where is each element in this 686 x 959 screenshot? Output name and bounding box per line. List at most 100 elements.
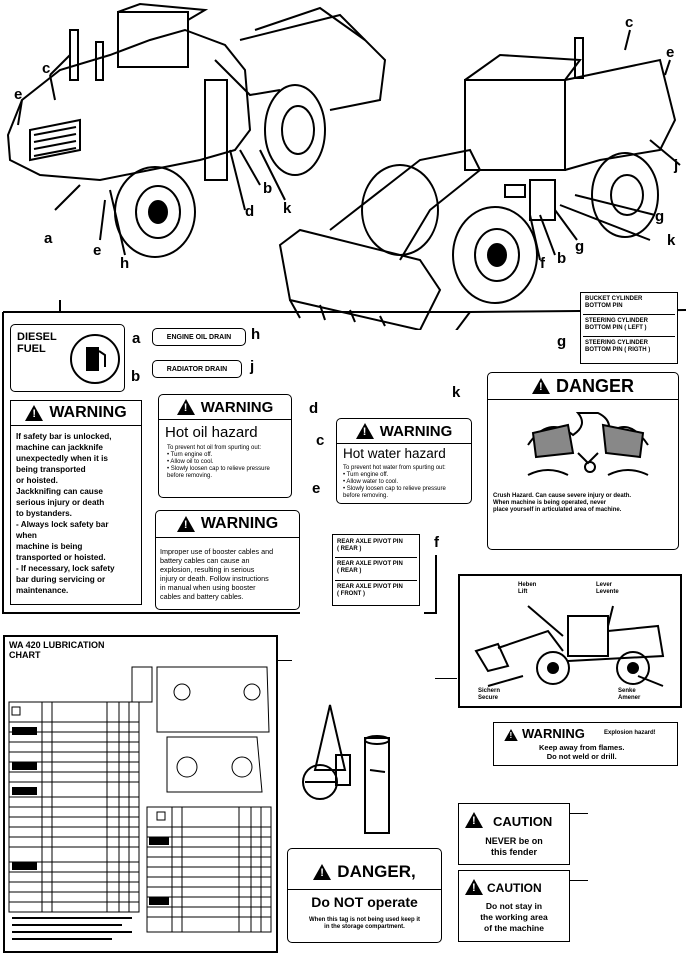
warning-header: WARNING [337,419,471,444]
diesel-fuel-decal: DIESEL FUEL [10,324,125,392]
hot-oil-body: To prevent hot oil from spurting out: • … [167,445,270,479]
caution-area-body: Do not stay in the working area of the m… [480,901,548,933]
callout-j-right: j [674,157,679,174]
leader-line [570,880,588,881]
hot-water-body: To prevent hot water from spurting out: … [343,465,446,499]
warning-triangle-icon [176,399,195,415]
callout-a: a [44,230,53,247]
danger-operate-title: Do NOT operate [311,894,418,910]
danger-operate-body: When this tag is not being used keep it … [308,917,420,930]
warning-safety-bar-decal: WARNING If safety bar is unlocked, machi… [10,400,142,605]
steering-right-line-2: BOTTOM PIN ( RIGTH ) [585,347,651,353]
leader-line [435,678,457,679]
caution-fender-header: CAUTION [493,814,553,829]
machine-illustrations [6,2,686,330]
callout-d-left: d [245,203,255,220]
warning-hot-oil-decal: WARNING Hot oil hazard To prevent hot oi… [158,394,292,498]
warning-explosion-decal: WARNING Explosion hazard! Keep away from… [493,722,678,766]
warning-header: WARNING [11,401,141,426]
callout-h-label: h [251,326,261,343]
warning-triangle-icon [355,423,374,439]
caution-area-header: CAUTION [487,881,542,895]
bucket-cylinder-line-2: BOTTOM PIN [585,303,623,309]
callout-a-label: a [132,330,141,347]
hot-oil-title: Hot oil hazard [165,424,258,441]
warning-triangle-icon [25,405,44,421]
warning-body: If safety bar is unlocked, machine can j… [16,432,115,595]
callout-f-right: f [540,255,545,272]
engine-oil-drain-decal: ENGINE OIL DRAIN [152,328,246,346]
divider [583,336,675,337]
booster-body: Improper use of booster cables and batte… [160,547,274,601]
warning-header-text: WARNING [379,422,453,440]
callout-e-right: e [666,44,675,61]
senken-amener-label: Senke Amener [618,688,641,701]
sichern-secure-label: Sichern Secure [478,688,501,701]
divider [335,557,417,558]
callout-e-label: e [312,480,321,497]
hot-water-title: Hot water hazard [343,446,446,461]
callout-c-right: c [625,14,634,31]
callout-g-label: g [557,333,567,350]
lube-chart-title: WA 420 LUBRICATION CHART [9,640,105,660]
rear-axle-item-2: REAR AXLE PIVOT PIN ( REAR ) [337,561,403,574]
fuel-pump-icon [70,334,120,384]
callout-e-left: e [14,86,23,103]
left-loader-rear-view [6,2,387,258]
divider [335,580,417,581]
loader-lever-diagram: Heben Lift Lever Levente Sichern Secure … [458,574,682,708]
danger-triangle-icon [531,378,550,394]
warning-header-text: WARNING [200,515,279,532]
engine-oil-drain-text: ENGINE OIL DRAIN [166,333,232,341]
caution-fender-decal: CAUTION NEVER be on this fender [458,803,570,865]
warning-triangle-icon [176,516,195,532]
danger-body: Crush Hazard. Can cause severe injury or… [493,493,632,513]
tag-hardware-icons [302,704,390,834]
callout-d-label: d [309,400,319,417]
warning-explosion-header: WARNING [522,726,585,741]
leader-line [278,660,292,661]
warning-explosion-sub: Explosion hazard! [604,730,656,736]
lubrication-chart-decal: WA 420 LUBRICATION CHART [3,635,278,953]
callout-g-right-2: g [575,238,585,255]
steering-right-line-1: STEERING CYLINDER [585,340,649,346]
callout-b-label: b [131,368,141,385]
callout-j-label: j [250,358,255,375]
warning-hot-water-decal: WARNING Hot water hazard To prevent hot … [336,418,472,504]
callout-b-left: b [263,180,273,197]
warning-header: WARNING [156,511,299,538]
callout-g-right: g [655,208,665,225]
callout-k-label: k [452,384,461,401]
warning-header-text: WARNING [200,398,274,416]
caution-triangle-icon [465,812,483,828]
caution-fender-body: NEVER be on this fender [485,836,543,857]
callout-k-right: k [667,232,676,249]
rear-axle-pivot-decal: REAR AXLE PIVOT PIN ( REAR ) REAR AXLE P… [332,534,420,606]
caution-working-area-decal: CAUTION Do not stay in the working area … [458,870,570,942]
rear-axle-item-1: REAR AXLE PIVOT PIN ( REAR ) [337,539,403,552]
heben-lift-label: Heben Lift [518,582,537,595]
danger-header-text: DANGER [555,375,634,396]
warning-explosion-body: Keep away from flames. Do not weld or dr… [539,743,625,761]
callout-c-label: c [316,432,325,449]
rear-axle-item-3: REAR AXLE PIVOT PIN ( FRONT ) [337,584,403,597]
steering-left-line-2: BOTTOM PIN ( LEFT ) [585,325,647,331]
crush-hazard-pictogram [527,412,649,476]
caution-triangle-icon [465,879,483,895]
radiator-drain-decal: RADIATOR DRAIN [152,360,242,378]
callout-e-bottom: e [93,242,102,259]
diesel-fuel-title: DIESEL FUEL [17,331,57,355]
label-panel-frame [2,311,460,614]
danger-operate-header: DANGER, [337,862,416,881]
danger-crush-decal: DANGER Crush Hazard. Can cause severe in… [487,372,679,550]
callout-k-left: k [283,200,292,217]
warning-booster-cable-decal: WARNING Improper use of booster cables a… [155,510,300,610]
bucket-cylinder-decal: BUCKET CYLINDER BOTTOM PIN STEERING CYLI… [580,292,678,364]
divider [288,889,441,890]
lubrication-table-graphic [8,666,272,940]
callout-b-right: b [557,250,567,267]
danger-triangle-icon [313,864,332,880]
radiator-drain-text: RADIATOR DRAIN [166,365,228,373]
callout-h-left: h [120,255,130,272]
danger-header: DANGER, [288,859,441,885]
